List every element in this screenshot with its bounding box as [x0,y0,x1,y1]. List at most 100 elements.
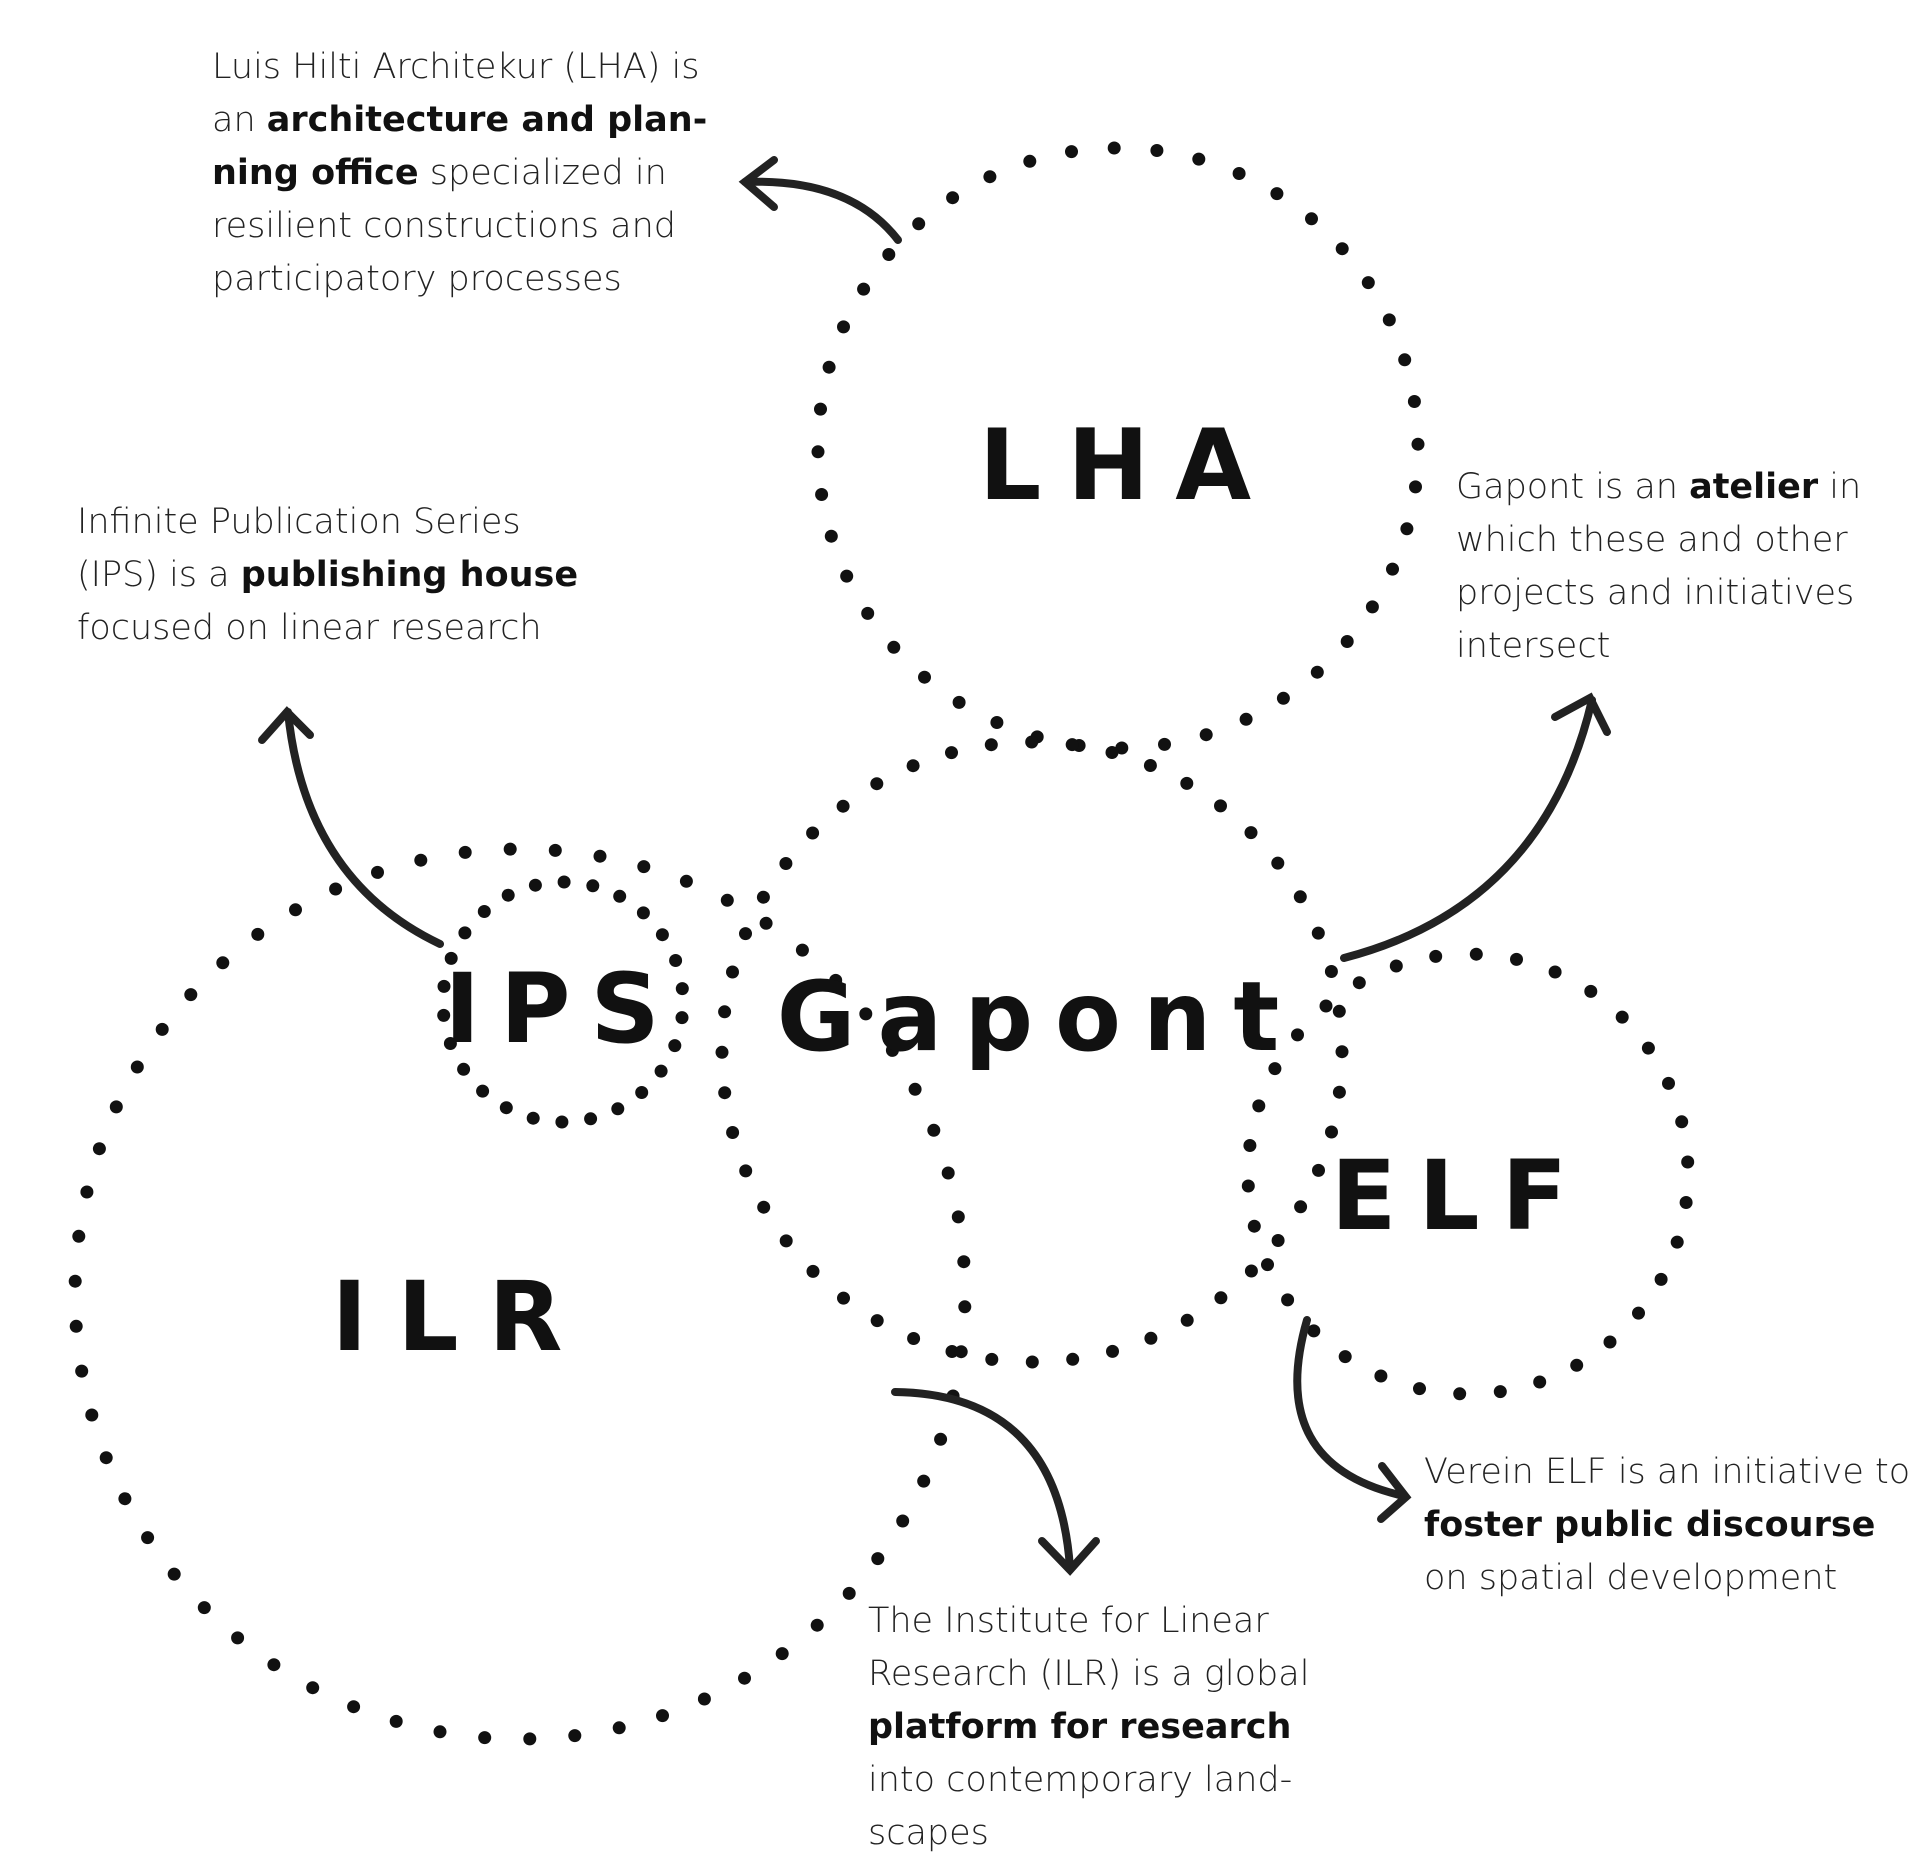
ring-dot-ilr [216,956,230,970]
ring-dot-elf [1670,1235,1684,1249]
ring-dot-elf [1261,1258,1274,1272]
ring-dot-ilr [927,1123,941,1137]
ring-dot-gapont [779,857,793,870]
ring-dot-gapont [1293,890,1307,904]
ring-dot-ilr [759,916,773,930]
ring-dot-ilr [679,874,693,888]
description-text: projects and initiatives [1456,573,1855,613]
description-emphasis: atelier [1689,467,1819,507]
description-text: Luis Hilti Architekur (LHA) is [212,47,700,87]
ring-dot-gapont [1271,856,1285,870]
ring-dot-gapont [1025,1355,1039,1369]
description-text: into contemporary land- [868,1760,1293,1800]
ring-dot-ilr [197,1601,211,1615]
ring-dot-ilr [908,1082,922,1096]
description-text: specialized in [418,153,667,193]
arrow-ilr [891,1388,1074,1572]
ring-dot-ilr [954,1345,968,1359]
description-text: resilient constructions and [212,206,676,246]
description-emphasis: publishing house [240,555,579,595]
arrow-elf-head [1377,1462,1412,1523]
dotted-circles [68,141,1695,1746]
ring-dot-elf [1654,1272,1668,1286]
ring-dot-ips [655,928,669,942]
ring-dot-ips [437,1008,451,1022]
ring-dot-ilr [885,1043,899,1057]
ring-dot-lha [1400,522,1414,536]
description-line: The Institute for Linear [868,1595,1309,1648]
description-line: ning office specialized in [212,147,707,200]
ring-dot-lha [1276,691,1290,705]
ring-dot-ips [669,954,683,967]
ring-dot-gapont [806,1264,820,1278]
ring-dot-lha [857,282,871,296]
ring-dot-gapont [945,1345,959,1358]
ring-dot-ilr [414,853,428,867]
description-line: Infinite Publication Series [77,496,578,549]
description-line: on spatial development [1424,1552,1910,1605]
ring-dot-ilr [141,1531,155,1545]
ring-dot-lha [814,402,827,416]
ring-dot-ilr [80,1185,94,1199]
ring-dot-gapont [906,759,920,773]
description-text: scapes [868,1813,989,1853]
ring-dot-gapont [1066,1352,1080,1366]
ring-dot-ips [586,879,600,893]
ring-dot-elf [1641,1041,1655,1055]
ring-dot-ilr [958,1300,972,1314]
ring-dot-ips [499,1101,513,1115]
description-line: resilient constructions and [212,200,707,253]
ring-dot-ips [555,1115,569,1129]
ring-dot-lha [1065,145,1078,159]
ring-dot-ilr [72,1229,86,1243]
ring-dot-lha [840,569,854,583]
ring-dot-lha [1107,141,1121,155]
description-text: an [212,100,267,140]
ring-dot-gapont [1144,1331,1158,1345]
ring-dot-lha [861,606,875,620]
ring-dot-ilr [347,1700,361,1714]
ring-dot-gapont [1294,1200,1308,1214]
ring-dot-ilr [612,1721,626,1735]
ring-dot-lha [952,695,966,709]
ring-dot-lha [811,445,825,459]
ring-dot-gapont [870,1314,884,1328]
ring-dot-lha [1158,737,1171,751]
ring-dot-gapont [757,1200,771,1214]
ring-dot-gapont [718,1086,732,1100]
description-text: Gapont is an [1456,467,1690,507]
ring-dot-ilr [720,893,734,907]
ring-dot-ilr [951,1210,965,1224]
ring-dot-lha [1192,152,1206,166]
description-line: Gapont is an atelier in [1456,461,1861,514]
ring-dot-ilr [389,1714,403,1728]
ring-dot-gapont [1106,1344,1119,1358]
ring-dot-elf [1510,952,1523,966]
ring-dot-gapont [907,1332,921,1345]
ring-dot-elf [1413,1382,1426,1396]
description-line: focused on linear research [77,602,578,655]
ring-dot-elf [1247,1219,1261,1233]
description-text: in [1818,467,1862,507]
ring-dot-ilr [503,842,517,856]
ring-dot-ilr [69,1319,83,1333]
ring-dot-ilr [775,1647,789,1661]
ring-dot-elf [1533,1375,1547,1389]
description-line: projects and initiatives [1456,567,1861,620]
description-text: intersect [1456,626,1611,666]
ring-dot-ilr [738,1671,751,1685]
ring-dot-ilr [842,1586,856,1600]
ring-dot-elf [1679,1196,1693,1209]
ring-dot-gapont [715,1045,729,1059]
ring-dot-ips [457,1062,471,1076]
ring-dot-ilr [289,903,302,917]
description-line: into contemporary land- [868,1754,1309,1807]
ring-dot-ilr [523,1732,537,1746]
ring-dot-elf [1493,1385,1507,1399]
ring-dot-ilr [871,1552,885,1566]
ring-dot-elf [1681,1155,1695,1169]
description-text: which these and other [1456,520,1848,560]
circle-label-gapont: Gapont [777,961,1301,1073]
